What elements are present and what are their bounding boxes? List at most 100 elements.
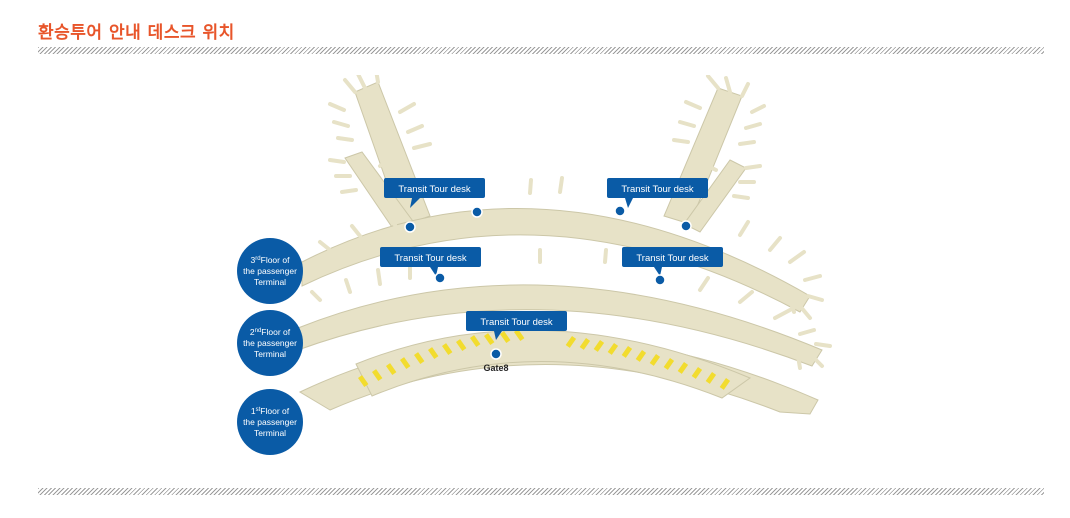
gate-8-label: Gate8 bbox=[483, 363, 508, 373]
floor-2-concourse bbox=[297, 284, 823, 367]
floor-3-concourse bbox=[301, 208, 811, 313]
gate-stripe bbox=[663, 358, 675, 370]
gate-stub bbox=[390, 210, 397, 227]
gate-stub bbox=[740, 82, 750, 98]
gate-stub bbox=[684, 100, 702, 110]
gate-stub bbox=[744, 164, 762, 170]
callout-label: Transit Tour desk bbox=[621, 184, 694, 195]
gate-stub bbox=[374, 75, 380, 84]
transit-tour-desk-callout: Transit Tour desk bbox=[384, 178, 485, 208]
callout-box bbox=[380, 247, 481, 267]
gate-stub bbox=[310, 290, 322, 302]
floor-badge-line2: the passenger bbox=[243, 266, 297, 276]
gate-stripe bbox=[427, 347, 439, 360]
gate-stripe bbox=[565, 336, 577, 348]
floor-badge-line3: Terminal bbox=[254, 349, 286, 359]
gate-stub bbox=[344, 278, 352, 294]
gate-stub bbox=[798, 304, 812, 320]
gate-stub bbox=[810, 354, 824, 368]
floor-1-gate-area bbox=[355, 329, 752, 399]
callout-pointer bbox=[494, 331, 502, 340]
floor-badge-line2: the passenger bbox=[243, 338, 297, 348]
gate-stub bbox=[732, 194, 750, 200]
gate-stub bbox=[328, 102, 346, 112]
gate-stripe bbox=[414, 352, 425, 365]
gate-stub bbox=[788, 250, 806, 264]
callout-box bbox=[622, 247, 723, 267]
gate-stub bbox=[750, 104, 766, 114]
floor-badge-line3: Terminal bbox=[254, 428, 286, 438]
gate-stripe bbox=[513, 329, 525, 342]
gate-stub bbox=[738, 290, 754, 304]
floor-badge-line2: the passenger bbox=[243, 417, 297, 427]
gate-stripe bbox=[385, 363, 397, 376]
gate-stripe bbox=[579, 338, 591, 350]
callout-box bbox=[384, 178, 485, 198]
floor-badge-line1: 3rdFloor of bbox=[251, 255, 291, 265]
gate-stub bbox=[340, 188, 358, 194]
transit-tour-desk-callout: Transit Tour desk bbox=[466, 311, 567, 340]
gate-stripe bbox=[358, 375, 369, 388]
callout-label: Transit Tour desk bbox=[394, 253, 467, 264]
gate-stub bbox=[678, 120, 696, 128]
gate-stub bbox=[356, 75, 367, 90]
callout-pointer bbox=[410, 198, 420, 208]
gate-stripe bbox=[455, 339, 467, 352]
gate-stripe bbox=[470, 335, 481, 348]
gate-stub bbox=[796, 354, 802, 370]
desk-marker-dot bbox=[434, 272, 446, 284]
top-divider bbox=[38, 47, 1044, 54]
gate-stub bbox=[398, 102, 416, 114]
callout-pointer bbox=[625, 198, 633, 208]
gate-stub bbox=[702, 162, 718, 172]
gate-stub bbox=[332, 120, 350, 128]
gate-stub bbox=[558, 176, 564, 194]
desk-marker-dot bbox=[614, 205, 626, 217]
gate-stub bbox=[350, 224, 362, 238]
gate-stripe bbox=[607, 343, 619, 355]
page-title: 환승투어 안내 데스크 위치 bbox=[38, 23, 235, 43]
floor-badge-line3: Terminal bbox=[254, 277, 286, 287]
gate-stub bbox=[738, 220, 750, 237]
callout-label: Transit Tour desk bbox=[480, 317, 553, 328]
floor-badge-line1: 2ndFloor of bbox=[250, 327, 291, 337]
gate-stub bbox=[698, 276, 710, 292]
gate-stub bbox=[744, 122, 762, 130]
gate-stub bbox=[336, 136, 354, 142]
gate-stripe bbox=[705, 372, 717, 384]
floor-badge-circle bbox=[237, 310, 303, 376]
callout-label: Transit Tour desk bbox=[398, 184, 471, 195]
gate-stub bbox=[788, 298, 796, 314]
gate-stripe bbox=[400, 357, 411, 370]
gate-stub bbox=[343, 78, 357, 94]
transit-tour-desk-callout: Transit Tour desk bbox=[607, 178, 708, 208]
gate-stub bbox=[528, 178, 533, 195]
desk-marker-dot bbox=[490, 348, 502, 360]
gate-stub bbox=[706, 75, 720, 90]
gate-stripe bbox=[484, 333, 495, 346]
gate-stub bbox=[768, 236, 782, 252]
right-pier-2 bbox=[683, 159, 747, 233]
transit-tour-desk-callout: Transit Tour desk bbox=[380, 247, 481, 276]
callout-label: Transit Tour desk bbox=[636, 253, 709, 264]
gate-stripe bbox=[635, 350, 647, 362]
gate-stripe bbox=[500, 331, 511, 344]
gate-stub bbox=[798, 328, 816, 336]
terminal-floor-plan bbox=[297, 81, 823, 415]
transit-tour-desk-callout: Transit Tour desk bbox=[622, 247, 723, 276]
gate-stub bbox=[773, 308, 792, 320]
desk-marker-dot bbox=[654, 274, 666, 286]
gate-stripe bbox=[441, 343, 453, 356]
gate-stub bbox=[672, 138, 690, 144]
gate-stripe bbox=[593, 339, 605, 352]
gate-stub bbox=[318, 240, 332, 252]
floor-badge-line1: 1stFloor of bbox=[251, 406, 290, 416]
desk-marker-dot bbox=[404, 221, 416, 233]
bottom-divider bbox=[38, 488, 1044, 495]
gate-stub bbox=[724, 76, 732, 94]
gate-stripe bbox=[371, 369, 383, 382]
gate-stripe bbox=[649, 354, 661, 366]
